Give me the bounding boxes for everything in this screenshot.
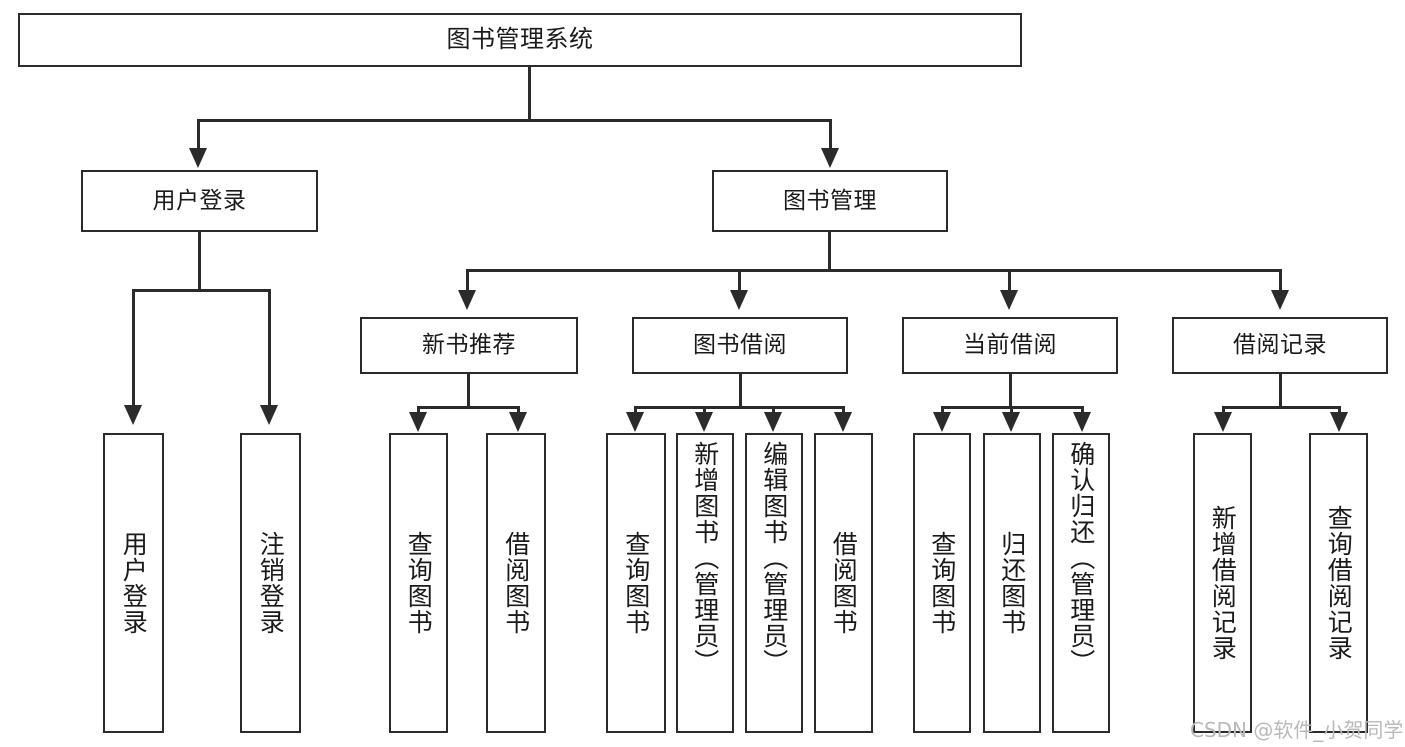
node-user-login[interactable]: 用户登录 (81, 170, 318, 232)
node-leaf-borrow-book-2[interactable]: 借阅图书 (814, 433, 873, 733)
node-leaf-query-book-1-label: 查询图书 (404, 531, 434, 635)
node-leaf-borrow-book-2-label: 借阅图书 (829, 531, 859, 635)
connector-to-book-borrow (738, 269, 741, 293)
node-leaf-query-book-3-label: 查询图书 (927, 531, 957, 635)
node-leaf-confirm-return-label: 确认归还（管理员） (1066, 441, 1096, 675)
node-leaf-query-record[interactable]: 查询借阅记录 (1309, 433, 1368, 733)
arrowhead-user-login (189, 148, 207, 168)
node-leaf-query-record-label: 查询借阅记录 (1324, 505, 1354, 661)
node-current-borrow-label: 当前借阅 (963, 332, 1057, 359)
connector-root-stem (528, 67, 531, 121)
node-book-management-label: 图书管理 (783, 187, 877, 214)
connector-user-login-bus (132, 289, 271, 292)
arrowhead-book-management (821, 148, 839, 168)
arrowhead-leaf-add-record (1214, 412, 1232, 432)
arrowhead-current-borrow (1000, 290, 1018, 310)
node-leaf-user-login-label: 用户登录 (119, 531, 149, 635)
connector-to-borrow-record (1279, 269, 1282, 293)
connector-new-book-recommend-bus (417, 406, 520, 409)
arrowhead-leaf-query-book-1 (409, 412, 427, 432)
node-borrow-record[interactable]: 借阅记录 (1172, 317, 1388, 374)
node-leaf-query-book-2[interactable]: 查询图书 (606, 433, 666, 733)
node-book-management[interactable]: 图书管理 (712, 170, 948, 232)
connector-leaf-edit-book (772, 406, 775, 416)
connector-level3-bus (466, 269, 1282, 272)
node-user-login-label: 用户登录 (152, 187, 247, 214)
arrowhead-borrow-record (1271, 290, 1289, 310)
connector-book-management-stem (828, 232, 831, 271)
node-leaf-query-book-3[interactable]: 查询图书 (913, 433, 971, 733)
arrowhead-leaf-add-book (695, 412, 713, 432)
node-leaf-add-book[interactable]: 新增图书（管理员） (676, 433, 734, 733)
connector-to-new-book-recommend (466, 269, 469, 293)
arrowhead-leaf-query-book-3 (933, 412, 951, 432)
arrowhead-new-book-recommend (458, 290, 476, 310)
node-root[interactable]: 图书管理系统 (18, 13, 1022, 67)
connector-to-current-borrow (1008, 269, 1011, 293)
node-leaf-return-book[interactable]: 归还图书 (983, 433, 1041, 733)
node-book-borrow[interactable]: 图书借阅 (632, 317, 848, 374)
node-root-label: 图书管理系统 (446, 25, 594, 54)
node-leaf-confirm-return[interactable]: 确认归还（管理员） (1052, 433, 1110, 733)
arrowhead-leaf-return-book (1002, 412, 1020, 432)
arrowhead-leaf-borrow-book-1 (509, 412, 527, 432)
connector-leaf-borrow-book-1 (517, 406, 520, 416)
arrowhead-leaf-user-login (124, 405, 142, 425)
node-leaf-borrow-book-1-label: 借阅图书 (501, 531, 531, 635)
node-leaf-query-book-1[interactable]: 查询图书 (389, 433, 448, 733)
node-current-borrow[interactable]: 当前借阅 (902, 317, 1118, 374)
connector-leaf-return-book (1010, 406, 1013, 416)
node-book-borrow-label: 图书借阅 (693, 332, 787, 359)
arrowhead-leaf-borrow-book-2 (834, 412, 852, 432)
connector-current-borrow-stem (1009, 374, 1012, 408)
node-leaf-user-logout[interactable]: 注销登录 (240, 433, 301, 733)
connector-leaf-add-book (703, 406, 706, 416)
node-leaf-add-record[interactable]: 新增借阅记录 (1193, 433, 1252, 733)
node-leaf-user-login[interactable]: 用户登录 (103, 433, 164, 733)
arrowhead-leaf-query-record (1330, 412, 1348, 432)
arrowhead-book-borrow (730, 290, 748, 310)
connector-borrow-record-bus (1222, 406, 1341, 409)
node-leaf-user-logout-label: 注销登录 (256, 531, 286, 635)
arrowhead-leaf-edit-book (764, 412, 782, 432)
connector-new-book-recommend-stem (467, 374, 470, 408)
connector-book-borrow-bus (634, 406, 845, 409)
csdn-watermark: CSDN @软件_小贺同学 (1190, 718, 1404, 742)
connector-level2-bus (197, 119, 832, 122)
node-leaf-edit-book[interactable]: 编辑图书（管理员） (745, 433, 803, 733)
connector-user-login-stem (198, 232, 201, 292)
connector-leaf-user-login (132, 289, 135, 409)
node-borrow-record-label: 借阅记录 (1233, 332, 1327, 359)
node-leaf-query-book-2-label: 查询图书 (621, 531, 651, 635)
node-new-book-recommend[interactable]: 新书推荐 (360, 317, 578, 374)
connector-leaf-query-book-3 (941, 406, 944, 416)
connector-leaf-query-book-1 (417, 406, 420, 416)
connector-borrow-record-stem (1279, 374, 1282, 408)
arrowhead-leaf-confirm-return (1073, 412, 1091, 432)
node-leaf-edit-book-label: 编辑图书（管理员） (759, 441, 789, 675)
node-leaf-add-record-label: 新增借阅记录 (1208, 505, 1238, 661)
connector-leaf-user-logout (268, 289, 271, 409)
node-leaf-add-book-label: 新增图书（管理员） (690, 441, 720, 675)
arrowhead-leaf-query-book-2 (626, 412, 644, 432)
connector-book-borrow-stem (739, 374, 742, 408)
connector-leaf-query-book-2 (634, 406, 637, 416)
connector-to-user-login (197, 119, 200, 152)
connector-leaf-borrow-book-2 (842, 406, 845, 416)
connector-leaf-confirm-return (1081, 406, 1084, 416)
connector-to-book-management (829, 119, 832, 152)
connector-leaf-add-record (1222, 406, 1225, 416)
connector-leaf-query-record (1338, 406, 1341, 416)
arrowhead-leaf-user-logout (260, 405, 278, 425)
node-new-book-recommend-label: 新书推荐 (422, 332, 516, 359)
node-leaf-return-book-label: 归还图书 (997, 531, 1027, 635)
node-leaf-borrow-book-1[interactable]: 借阅图书 (486, 433, 546, 733)
